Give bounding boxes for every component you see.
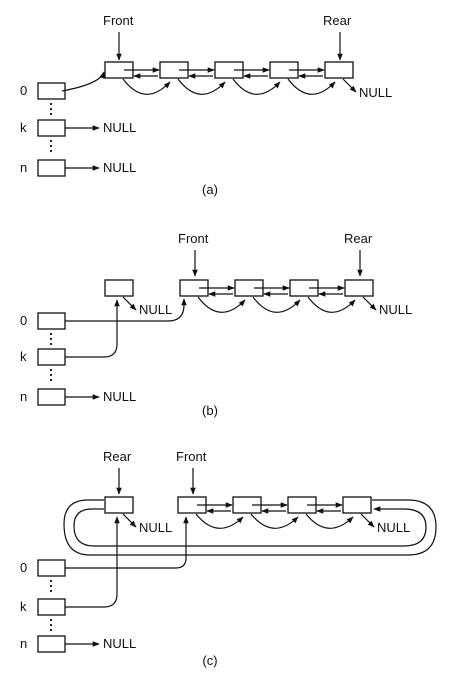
null-label: NULL [103, 636, 136, 651]
index-label-k: k [20, 599, 27, 614]
list-node [324, 61, 354, 79]
slot-0-link-arrow [65, 516, 189, 569]
index-label-k: k [20, 120, 27, 135]
curved-link-arrow [250, 513, 299, 529]
tail-null-arrow [342, 78, 357, 93]
list-node [344, 279, 374, 297]
tail-null-arrow [362, 296, 377, 311]
index-label-k: k [20, 349, 27, 364]
null-label: NULL [103, 389, 136, 404]
array-slot-0 [37, 82, 66, 100]
index-label-0: 0 [20, 313, 27, 328]
free-node [104, 496, 134, 514]
slot-0-link-arrow [61, 71, 105, 92]
array-slot-n [37, 159, 66, 177]
circular-link-inner [73, 506, 427, 547]
array-slot-k [37, 598, 66, 616]
null-label: NULL [377, 520, 410, 535]
null-label: NULL [379, 302, 412, 317]
index-label-n: n [20, 636, 27, 651]
curved-link-arrow [307, 296, 356, 313]
curved-link-arrow [122, 78, 171, 95]
array-slot-n [37, 388, 66, 406]
slot-0-link-arrow [65, 298, 187, 322]
curved-link-arrow [195, 513, 244, 529]
front-label: Front [178, 231, 209, 246]
null-label: NULL [359, 85, 392, 100]
null-label: NULL [139, 302, 172, 317]
index-label-0: 0 [20, 560, 27, 575]
curved-link-arrow [232, 78, 281, 95]
free-node-null-arrow [122, 296, 137, 311]
caption-c: (c) [202, 653, 217, 668]
curved-link-arrow [305, 513, 354, 529]
array-slot-k [37, 119, 66, 137]
curved-link-arrow [197, 296, 246, 313]
tail-null-arrow [360, 513, 375, 528]
curved-link-arrow [287, 78, 336, 95]
null-label: NULL [103, 120, 136, 135]
curved-link-arrow [252, 296, 301, 313]
panel-c: Rear Front NULL NULL 0 k [20, 449, 437, 668]
array-slot-n [37, 635, 66, 653]
array-slot-0 [37, 312, 66, 330]
index-label-n: n [20, 160, 27, 175]
front-label: Front [103, 13, 134, 28]
index-label-0: 0 [20, 83, 27, 98]
null-label: NULL [103, 160, 136, 175]
circular-link-outer [63, 499, 437, 556]
rear-label: Rear [344, 231, 373, 246]
array-slot-0 [37, 559, 66, 577]
front-label: Front [176, 449, 207, 464]
panel-b: Front Rear NULL NULL 0 k n [20, 231, 412, 418]
null-label: NULL [139, 520, 172, 535]
free-node [104, 279, 134, 297]
panel-a: Front Rear NULL 0 k NU [20, 13, 392, 197]
caption-a: (a) [202, 182, 218, 197]
rear-label: Rear [103, 449, 132, 464]
slot-k-link-arrow [65, 299, 120, 358]
rear-label: Rear [323, 13, 352, 28]
free-node-null-arrow [122, 513, 137, 528]
index-label-n: n [20, 389, 27, 404]
list-node [342, 496, 372, 514]
array-slot-k [37, 348, 66, 366]
slot-k-link-arrow [65, 516, 120, 608]
caption-b: (b) [202, 403, 218, 418]
curved-link-arrow [177, 78, 226, 95]
